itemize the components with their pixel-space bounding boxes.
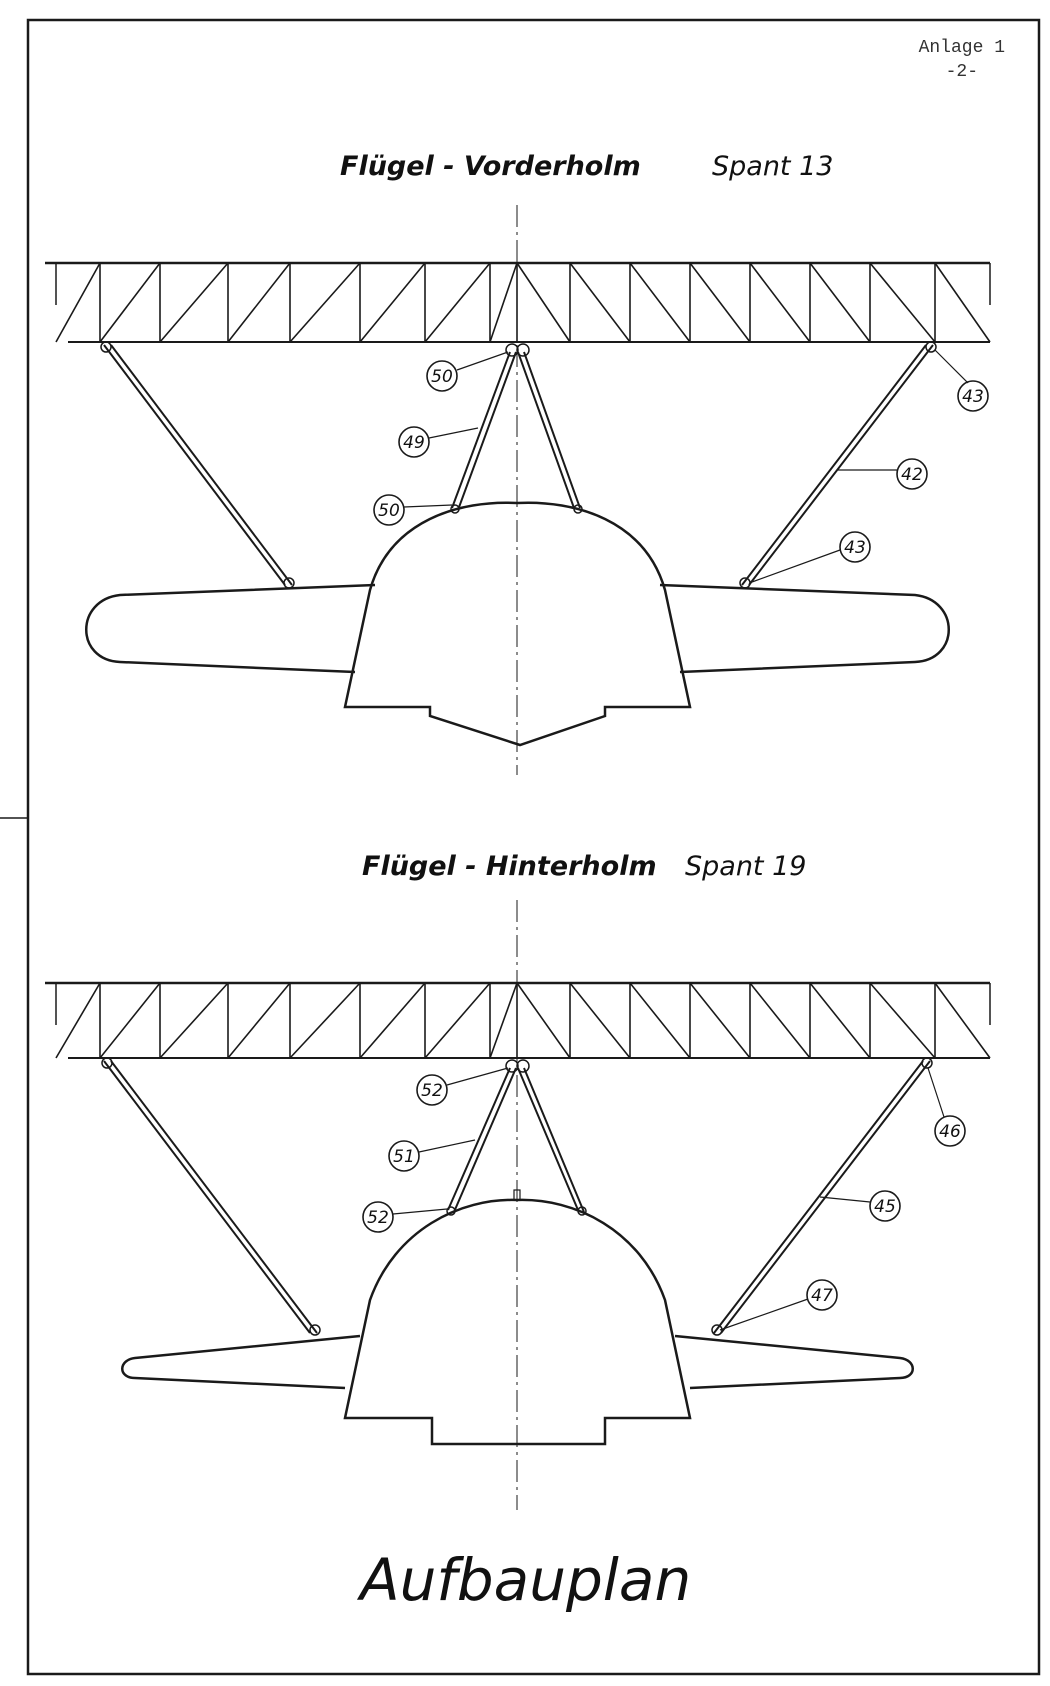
rear-part-callout: 46 [927,1067,966,1147]
front-part-number: 42 [901,465,923,485]
rear-part-number: 47 [811,1286,833,1306]
front-part-number: 49 [403,433,425,453]
front-part-number: 43 [962,387,984,407]
rear-part-callout: 45 [819,1190,901,1222]
front-part-callout: 42 [838,458,928,490]
rear-callouts: 52 51 52 46 45 47 [362,1067,966,1331]
front-part-callout: 50 [426,351,509,392]
rear-wing-left [121,1334,361,1390]
annotation-page-number: -2- [946,62,978,82]
front-wing-left [85,583,376,674]
annotation-anlage: Anlage 1 [919,38,1005,58]
front-part-number: 50 [378,501,400,521]
rear-outer-strut-left [101,1057,321,1336]
rear-wing-spar-truss [45,981,991,1059]
front-fuselage-section [343,501,692,747]
front-section-title: Flügel - Vorderholm [340,151,641,182]
front-callouts: 50 49 50 43 42 43 [373,349,989,583]
rear-part-callout: 51 [388,1139,476,1172]
drawing-title: Aufbauplan [356,1546,691,1614]
front-outer-strut-left [100,341,295,589]
rear-part-number: 45 [874,1197,896,1217]
sheet-border [26,18,1041,1676]
front-part-number: 43 [844,538,866,558]
front-center-struts [450,343,583,514]
front-wing-right [659,583,950,674]
rear-part-number: 52 [367,1208,389,1228]
front-wing-spar-truss [45,261,991,343]
front-part-callout: 43 [751,531,871,583]
rear-center-struts [446,1059,587,1216]
front-part-callout: 49 [398,426,479,458]
rear-part-callout: 52 [362,1201,448,1233]
rear-fuselage-section [343,1198,692,1446]
rear-part-number: 52 [421,1081,443,1101]
front-part-number: 50 [431,367,453,387]
front-part-callout: 43 [934,349,989,412]
front-part-callout: 50 [373,494,453,526]
rear-part-number: 51 [393,1147,415,1167]
rear-part-callout: 47 [719,1279,838,1331]
front-outer-strut-right [739,341,937,589]
rear-part-callout: 52 [416,1067,509,1106]
rear-section-title: Flügel - Hinterholm [362,851,657,882]
rear-spant-label: Spant 19 [685,851,806,882]
rear-part-number: 46 [939,1122,961,1142]
rear-wing-right [674,1334,914,1390]
front-spant-label: Spant 13 [712,151,833,182]
